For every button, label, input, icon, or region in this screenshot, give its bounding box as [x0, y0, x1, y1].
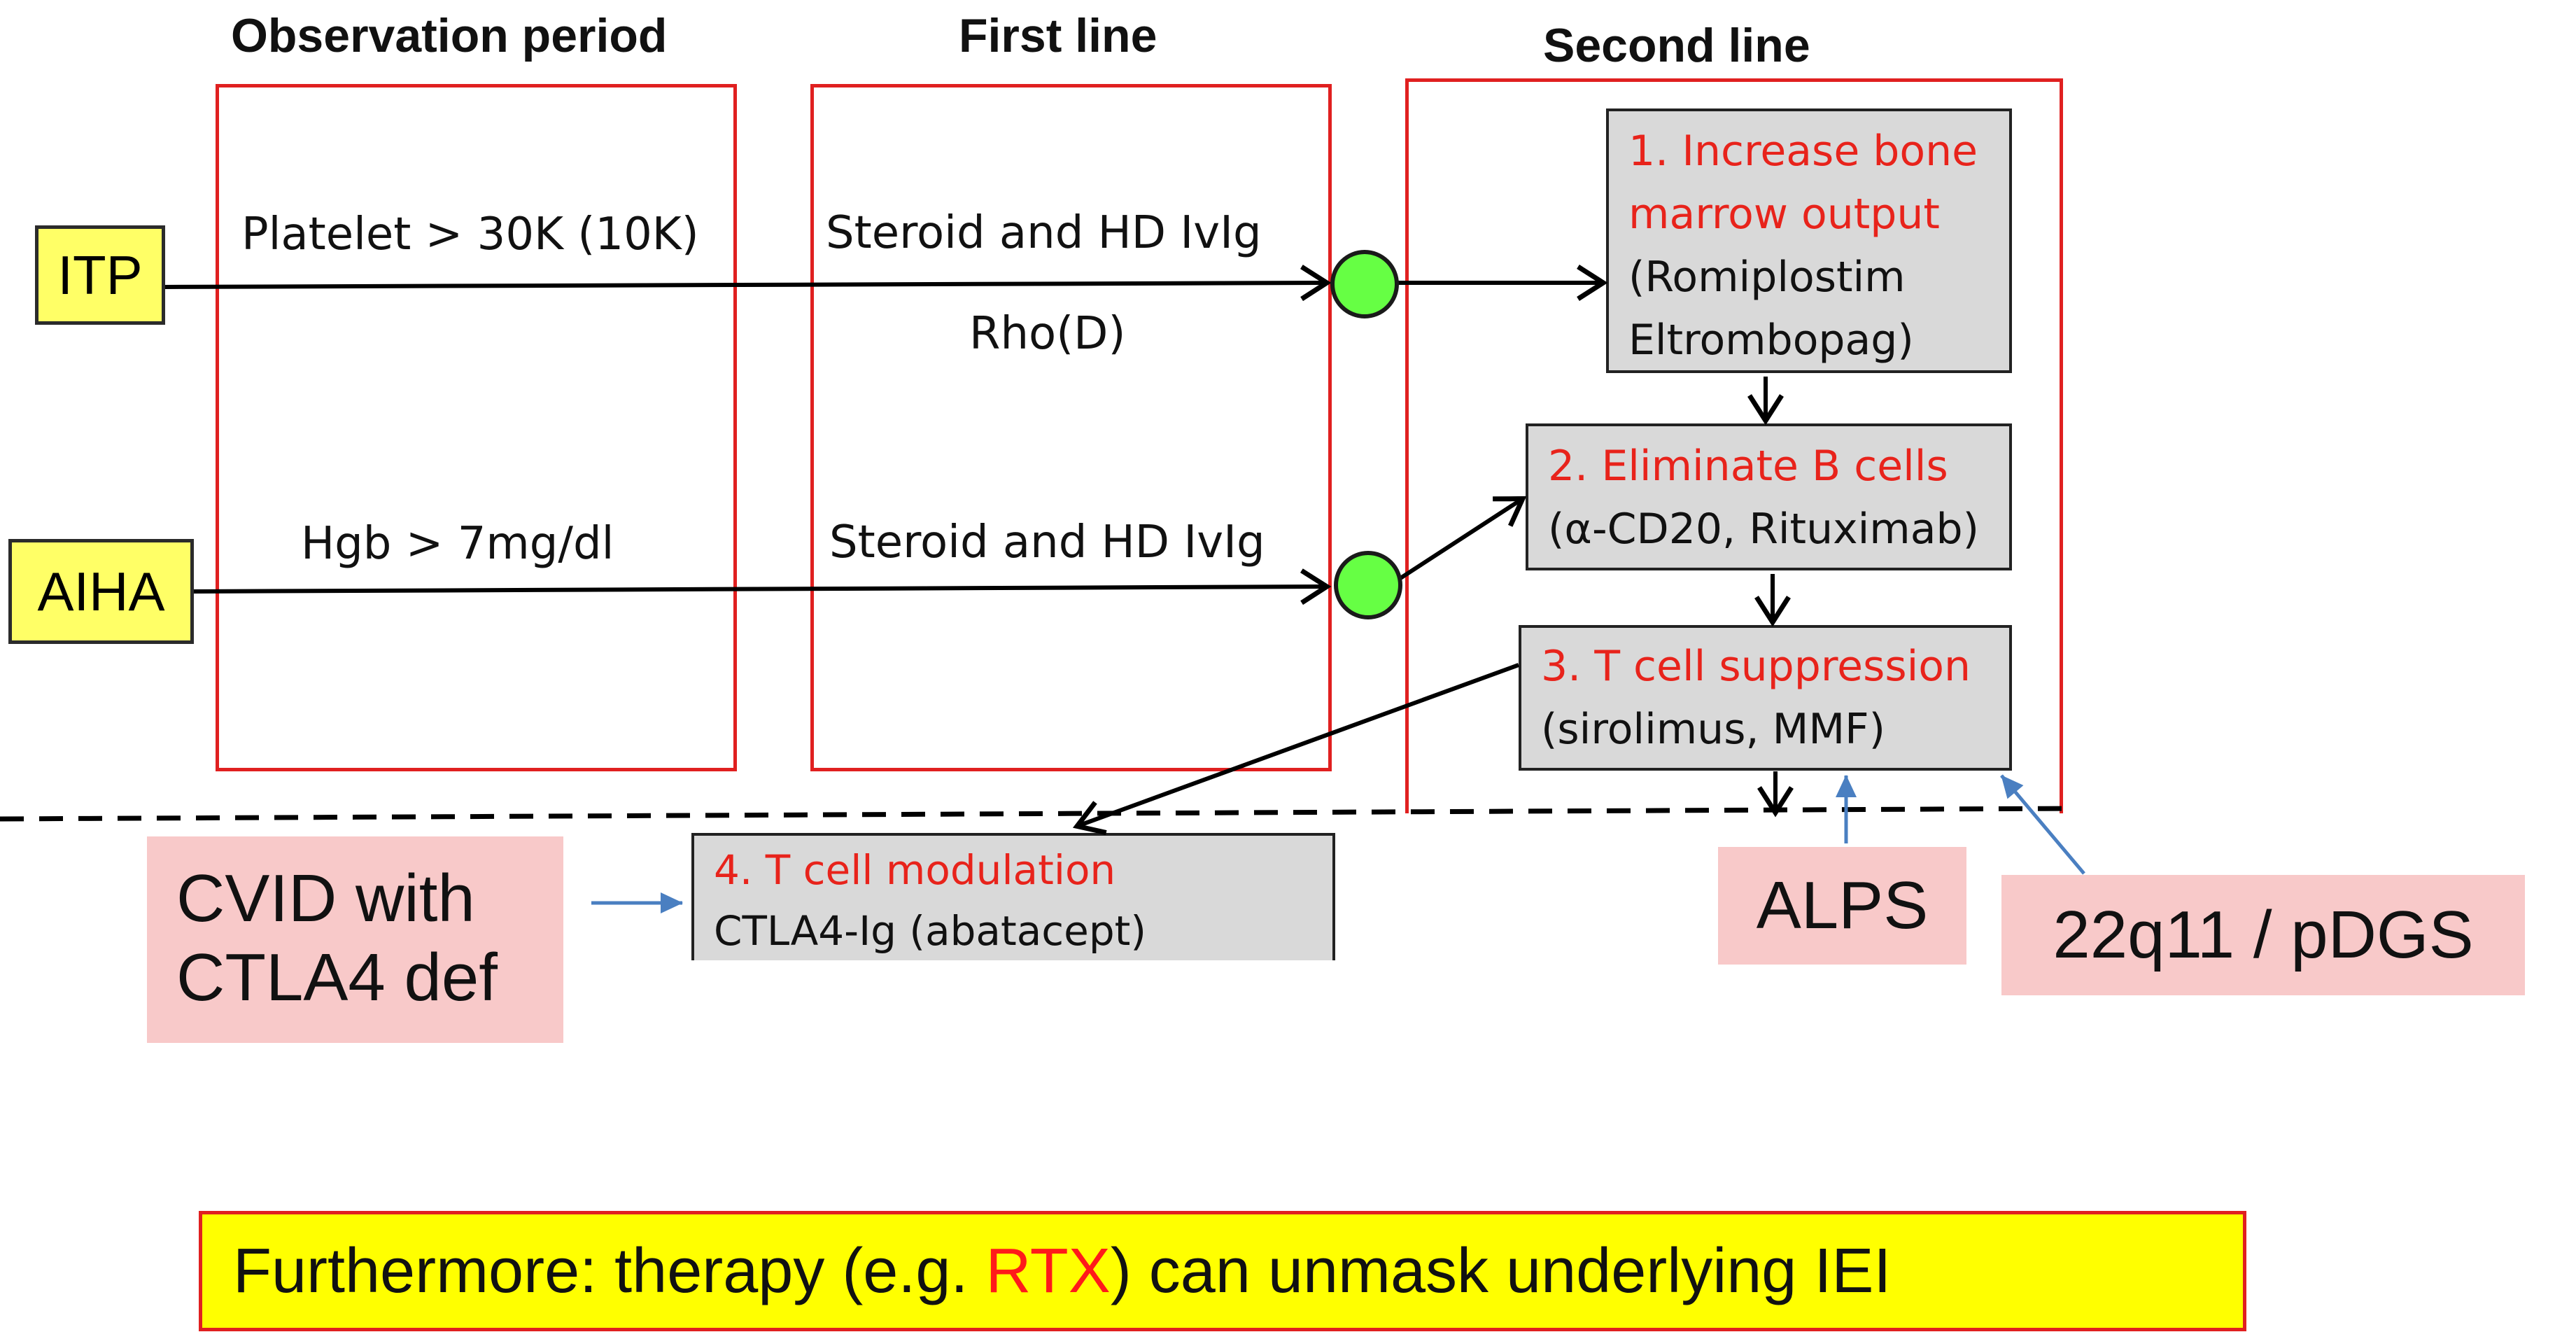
aiha-first-line-therapy: Steroid and HD IvIg: [829, 517, 1265, 568]
cvid-line-2: CTLA4 def: [176, 940, 498, 1016]
banner-prefix: Furthermore: therapy (e.g.: [233, 1235, 986, 1306]
unmask-iei-banner: Furthermore: therapy (e.g. RTX ) can unm…: [199, 1211, 2246, 1331]
step-3-detail: (sirolimus, MMF): [1541, 705, 1886, 754]
first-line-frame: [810, 84, 1332, 771]
itp-decision-node: [1330, 250, 1399, 318]
header-first-line: First line: [959, 9, 1157, 62]
step-2-title: 2. Eliminate B cells: [1548, 442, 1948, 491]
step-1-title-line-1: 1. Increase bone: [1628, 127, 1978, 176]
banner-suffix: ) can unmask underlying IEI: [1110, 1235, 1892, 1306]
cvid-line-1: CVID with: [176, 861, 475, 936]
aiha-decision-node: [1334, 551, 1402, 619]
itp-to-first-line-arrow: [164, 265, 1332, 302]
itp-first-line-therapy: Steroid and HD IvIg: [826, 207, 1262, 259]
aiha-node-to-step2-arrow: [1395, 496, 1527, 583]
itp-label: ITP: [35, 225, 165, 325]
header-observation-period: Observation period: [231, 9, 668, 62]
step-2-detail: (α-CD20, Rituximab): [1548, 505, 1979, 554]
alps-condition: ALPS: [1718, 847, 1966, 965]
step-4-t-cell-modulation: 4. T cell modulation CTLA4-Ig (abatacept…: [691, 833, 1335, 960]
step3-to-step4-arrow: [1072, 663, 1520, 836]
step-1-bone-marrow-output: 1. Increase bone marrow output (Romiplos…: [1606, 108, 2012, 373]
aiha-label: AIHA: [8, 539, 194, 644]
header-second-line: Second line: [1543, 19, 1810, 72]
step-2-eliminate-b-cells: 2. Eliminate B cells (α-CD20, Rituximab): [1526, 423, 2012, 570]
second-line-frame: [1405, 78, 2063, 813]
step-1-title-line-2: marrow output: [1628, 190, 1940, 239]
itp-threshold: Platelet > 30K (10K): [241, 209, 699, 260]
step-4-detail: CTLA4-Ig (abatacept): [714, 907, 1147, 955]
aiha-threshold: Hgb > 7mg/dl: [301, 518, 614, 570]
step-4-title: 4. T cell modulation: [714, 846, 1116, 894]
aiha-to-first-line-arrow: [193, 568, 1332, 605]
itp-first-line-therapy-alt: Rho(D): [969, 308, 1126, 360]
step-3-t-cell-suppression: 3. T cell suppression (sirolimus, MMF): [1519, 625, 2012, 771]
observation-period-frame: [216, 84, 737, 771]
step-1-detail-line-1: (Romiplostim: [1628, 253, 1906, 302]
dashed-separator: [0, 806, 2072, 822]
step-1-detail-line-2: Eltrombopag): [1628, 316, 1914, 365]
dgs-to-step3-arrow: [2000, 774, 2085, 875]
cvid-ctla4-condition: CVID with CTLA4 def: [147, 836, 563, 1043]
dgs-condition: 22q11 / pDGS: [2001, 875, 2525, 995]
step-3-title: 3. T cell suppression: [1541, 642, 1971, 691]
banner-highlight-rtx: RTX: [985, 1235, 1111, 1306]
